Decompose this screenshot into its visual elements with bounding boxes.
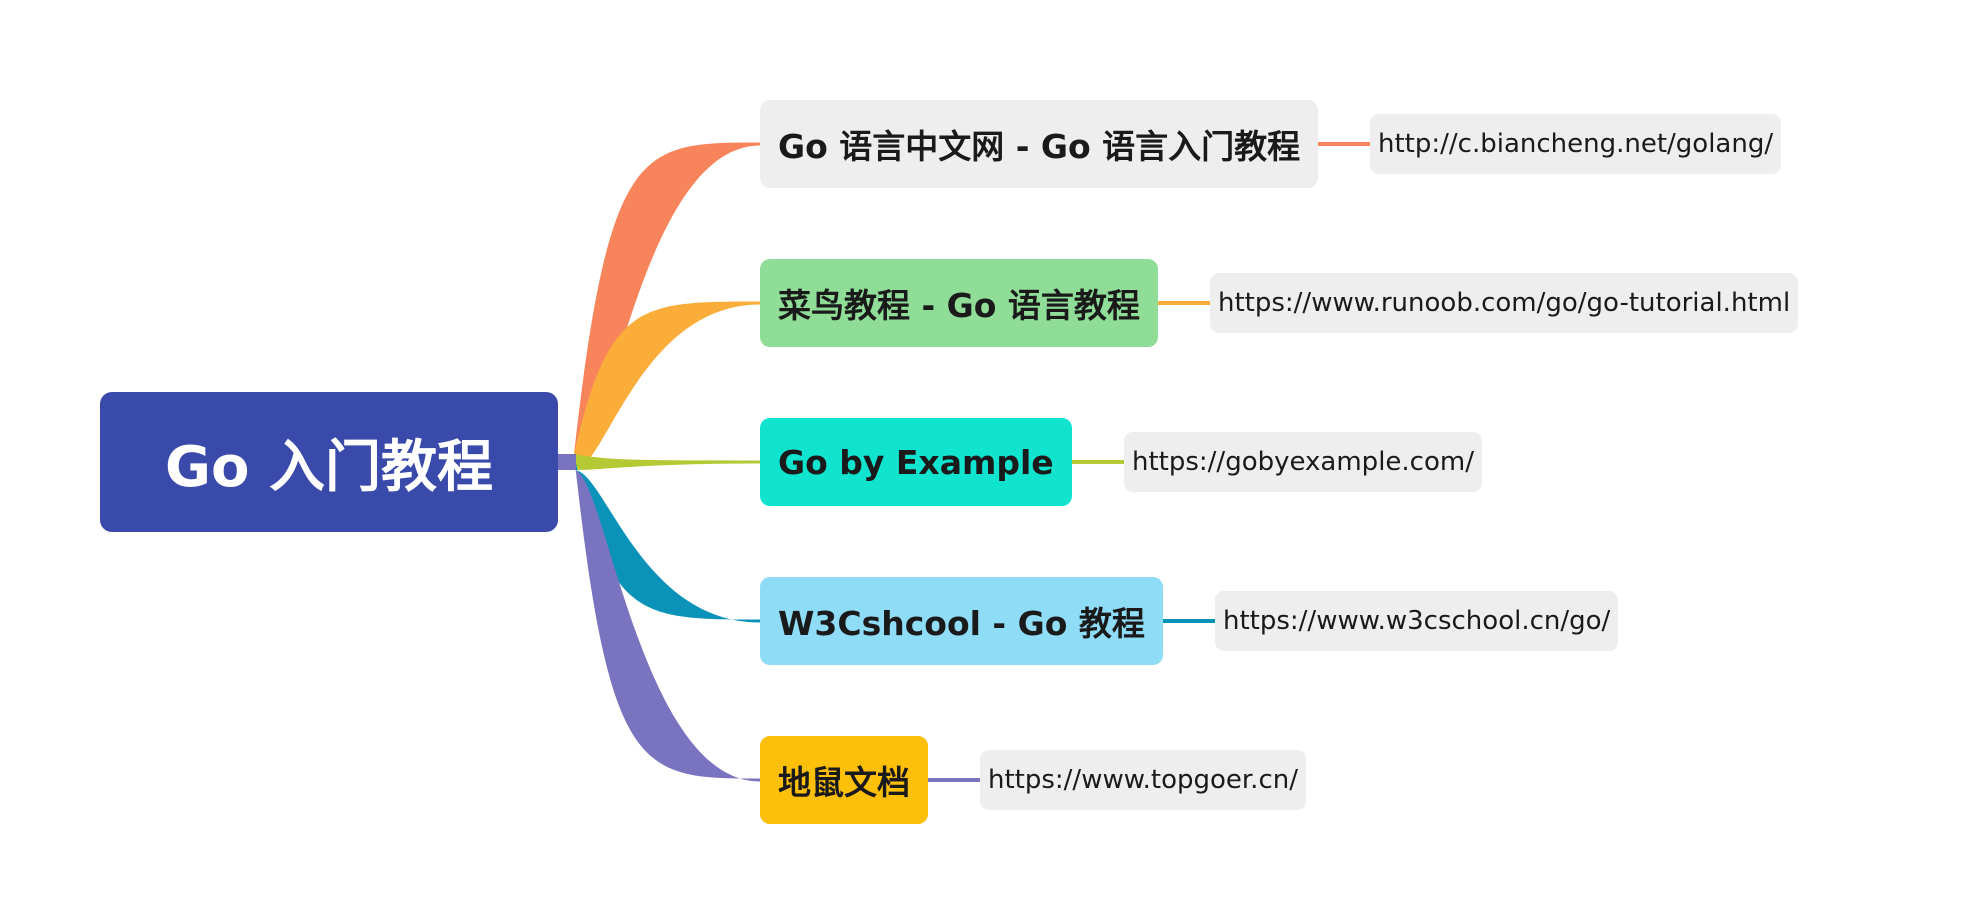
connector-curve-runoob [574, 301, 760, 470]
url-w3cschool[interactable]: https://www.w3cschool.cn/go/ [1215, 591, 1619, 651]
connector-curve-golang-cn [574, 142, 760, 470]
topic-runoob[interactable]: 菜鸟教程 - Go 语言教程 [760, 259, 1158, 347]
root-topic[interactable]: Go 入门教程 [100, 392, 558, 532]
topic-golang-cn[interactable]: Go 语言中文网 - Go 语言入门教程 [760, 100, 1319, 188]
url-topgoer[interactable]: https://www.topgoer.cn/ [980, 750, 1306, 810]
topic-gobyexample[interactable]: Go by Example [760, 418, 1072, 506]
connector-curve-topgoer [574, 454, 760, 782]
connector-curve-w3cschool [574, 454, 760, 623]
root-connector-stub [558, 454, 576, 470]
connector-curve-gobyexample [574, 454, 760, 470]
topic-w3cschool[interactable]: W3Cshcool - Go 教程 [760, 577, 1163, 665]
url-gobyexample[interactable]: https://gobyexample.com/ [1124, 432, 1482, 492]
topic-topgoer[interactable]: 地鼠文档 [760, 736, 928, 824]
url-golang-cn[interactable]: http://c.biancheng.net/golang/ [1370, 114, 1782, 174]
url-runoob[interactable]: https://www.runoob.com/go/go-tutorial.ht… [1210, 273, 1799, 333]
